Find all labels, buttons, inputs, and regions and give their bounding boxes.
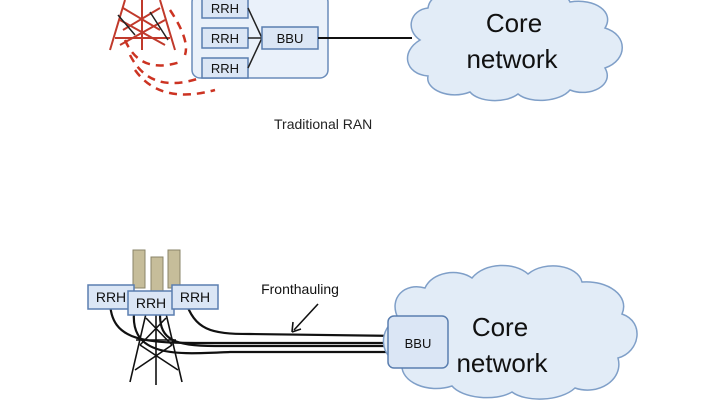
top-tower-dark-lines (117, 11, 169, 41)
top-tower (109, 0, 176, 51)
signal-arc-1 (123, 39, 181, 67)
top-bbu-label: BBU (277, 31, 304, 46)
traditional-ran-caption: Traditional RAN (274, 116, 373, 132)
bottom-rrh-label-3: RRH (180, 289, 210, 305)
bottom-rrh-label-2: RRH (136, 295, 166, 311)
signal-arc-3 (168, 9, 188, 56)
antenna-3 (167, 249, 181, 289)
top-rrh-label-3: RRH (211, 61, 239, 76)
top-core-label-line1: Core (486, 8, 542, 38)
top-tower-lattice (115, 7, 170, 46)
bottom-tower-frame (129, 304, 183, 385)
top-rrh-connectors (247, 7, 263, 69)
bottom-core-label-line1: Core (472, 312, 528, 342)
bottom-rrh-3 (171, 284, 219, 310)
bottom-tower (129, 304, 183, 385)
top-rrh-1 (201, 0, 249, 19)
bottom-bbu-label: BBU (405, 336, 432, 351)
top-core-label-line2: network (466, 44, 558, 74)
top-core-cloud (406, 0, 623, 102)
bottom-core-label-line2: network (456, 348, 548, 378)
antenna-2 (150, 256, 164, 296)
top-signal-arcs (123, 9, 216, 96)
top-rrh-label-2: RRH (211, 31, 239, 46)
signal-arc-2 (128, 54, 201, 85)
signal-arc-4 (133, 69, 216, 96)
bottom-tower-lattice (134, 317, 179, 371)
top-rrh-label-1: RRH (211, 1, 239, 16)
bottom-antennas (132, 249, 181, 296)
bottom-bbu-box (387, 315, 449, 369)
bottom-rrh-label-1: RRH (96, 289, 126, 305)
fronthaul-label: Fronthauling (261, 281, 339, 297)
antenna-1 (132, 249, 146, 289)
fronthaul-arrow (291, 303, 319, 333)
top-tower-frame (109, 0, 176, 51)
